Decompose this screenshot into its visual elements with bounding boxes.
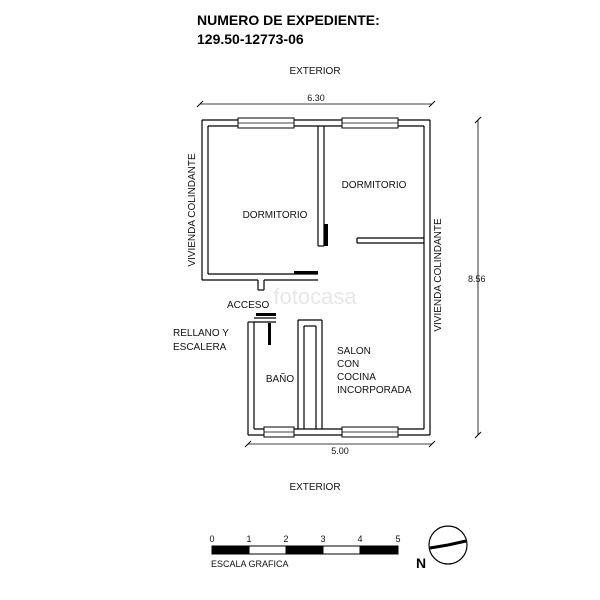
watermark: fotocasa bbox=[273, 284, 357, 309]
height-label: 8.56 bbox=[468, 274, 486, 284]
salon-line-1: SALON bbox=[337, 346, 371, 357]
windows bbox=[237, 117, 399, 438]
top-dimension: 6.30 bbox=[196, 93, 436, 108]
bottom-width-label: 5.00 bbox=[331, 446, 349, 456]
north-arrow-icon: N bbox=[416, 525, 468, 571]
salon-line-4: INCORPORADA bbox=[337, 385, 412, 396]
exterior-bottom-label: EXTERIOR bbox=[289, 482, 340, 493]
scale-tick-4: 4 bbox=[357, 534, 362, 544]
bathroom-door bbox=[268, 323, 271, 345]
room-dormitorio-1: DORMITORIO bbox=[243, 210, 308, 221]
entry-door bbox=[256, 313, 276, 316]
top-width-label: 6.30 bbox=[307, 93, 325, 103]
left-neighbor-label: VIVIENDA COLINDANTE bbox=[187, 153, 198, 267]
scale-caption: ESCALA GRAFICA bbox=[211, 559, 289, 569]
scale-tick-3: 3 bbox=[320, 534, 325, 544]
scale-tick-5: 5 bbox=[395, 534, 400, 544]
room-bano: BAÑO bbox=[266, 372, 295, 385]
salon-line-3: COCINA bbox=[337, 372, 376, 383]
room-salon: SALON CON COCINA INCORPORADA bbox=[337, 346, 412, 396]
scale-tick-0: 0 bbox=[209, 534, 214, 544]
door-bedroom-2 bbox=[324, 224, 328, 246]
expediente-title: NUMERO DE EXPEDIENTE: bbox=[197, 12, 380, 28]
scale-tick-1: 1 bbox=[246, 534, 251, 544]
interior-walls bbox=[254, 126, 424, 429]
acceso-label: ACCESO bbox=[227, 300, 269, 311]
expediente-number: 129.50-12773-06 bbox=[197, 31, 304, 47]
room-dormitorio-2: DORMITORIO bbox=[342, 180, 407, 191]
exterior-top-label: EXTERIOR bbox=[289, 66, 340, 77]
salon-line-2: CON bbox=[337, 359, 359, 370]
rellano-label-1: RELLANO Y bbox=[173, 328, 229, 339]
scale-bar: 0 1 2 3 4 5 ESCALA GRAFICA bbox=[209, 534, 400, 569]
bottom-dimension: 5.00 bbox=[244, 440, 436, 456]
rellano-label-2: ESCALERA bbox=[173, 342, 227, 353]
scale-tick-2: 2 bbox=[283, 534, 288, 544]
north-label: N bbox=[416, 555, 426, 571]
door-bedroom-1 bbox=[294, 271, 318, 274]
height-dimension: 8.56 bbox=[468, 116, 486, 439]
right-neighbor-label: VIVIENDA COLINDANTE bbox=[433, 218, 444, 332]
